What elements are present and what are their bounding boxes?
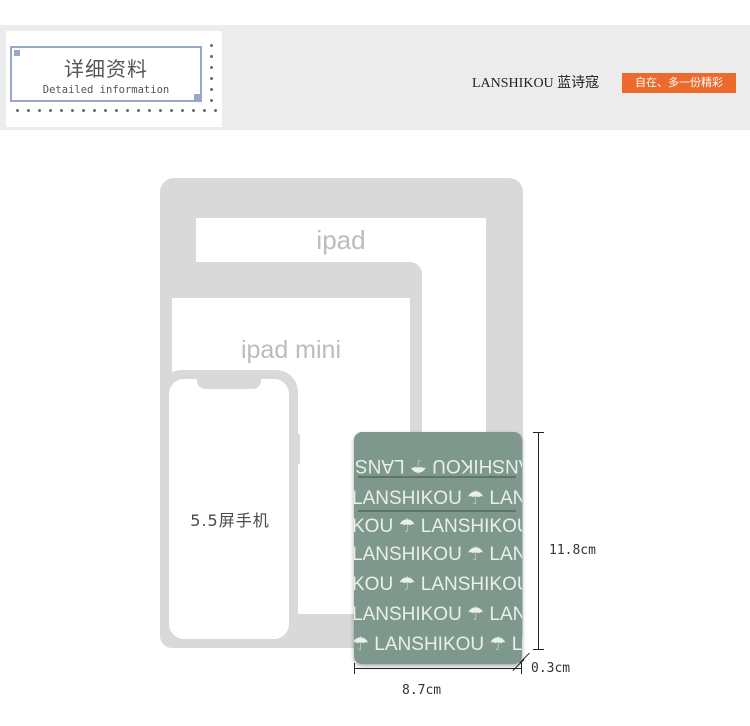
brand-name: LANSHIKOU 蓝诗寇 (472, 76, 600, 91)
frame-corner-decoration (194, 94, 200, 100)
width-dimension-line (354, 668, 522, 669)
frame-corner-decoration (14, 50, 20, 56)
ipad-label: ipad (316, 225, 366, 255)
wallet-pattern-text: LANSHIKOU ☂ LANSH (354, 488, 522, 509)
phone-side-button (297, 434, 300, 464)
dotted-border-decoration (12, 109, 222, 112)
wallet-pattern-text: LANSHIKOU ☂ LANS (354, 544, 522, 565)
title-frame (10, 46, 202, 102)
wallet-pattern-text: LANSHIKOU ☂ LANS (354, 455, 522, 476)
ipad-mini-label: ipad mini (240, 336, 342, 364)
height-dimension-tick (533, 432, 544, 433)
slogan-badge: 自在、多一份精彩 (622, 73, 736, 93)
card-wallet-photo: LANSHIKOU ☂ LANS LANSHIKOU ☂ LANSH KOU ☂… (354, 432, 522, 664)
width-dimension-tick (354, 663, 355, 674)
width-dimension-tick (521, 663, 522, 674)
height-dimension-tick (533, 649, 544, 650)
dotted-border-decoration (210, 40, 213, 106)
section-subtitle: Detailed information (42, 84, 170, 96)
wallet-pattern-text: LANSHIKOU ☂ LANSH (354, 604, 522, 625)
wallet-card-slot (358, 510, 516, 512)
wallet-card-slot (358, 476, 516, 478)
section-title: 详细资料 (64, 57, 148, 81)
wallet-pattern-text: ☂ LANSHIKOU ☂ LA (354, 634, 522, 655)
height-dimension-label: 11.8cm (549, 543, 596, 558)
phone-label: 5.5屏手机 (190, 511, 270, 530)
wallet-pattern-text: KOU ☂ LANSHIKOU (354, 516, 522, 537)
phone-screen (169, 379, 289, 639)
thickness-dimension-label: 0.3cm (531, 661, 571, 676)
phone-notch (197, 379, 261, 389)
width-dimension-label: 8.7cm (402, 683, 442, 698)
height-dimension-line (538, 432, 539, 650)
wallet-pattern-text: KOU ☂ LANSHIKOU (354, 574, 522, 595)
